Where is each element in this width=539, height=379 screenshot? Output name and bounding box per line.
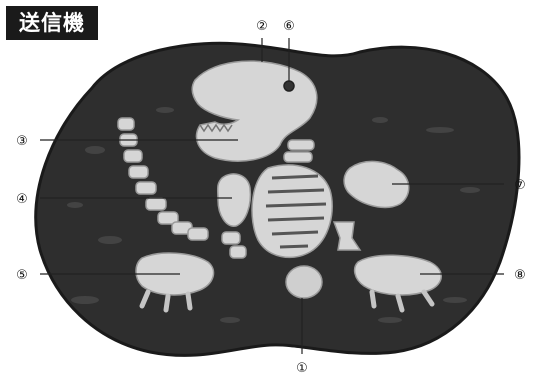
callout-8: ⑧	[514, 268, 526, 283]
callout-5: ⑤	[16, 268, 28, 283]
callout-3: ③	[16, 134, 28, 149]
center-button[interactable]	[286, 266, 322, 298]
callout-7: ⑦	[514, 178, 526, 193]
ribcage-icon	[252, 165, 332, 257]
callout-2: ②	[256, 19, 268, 34]
callout-4: ④	[16, 192, 28, 207]
callout-6: ⑥	[283, 19, 295, 34]
eye-light-icon	[284, 81, 294, 91]
callout-1: ①	[296, 361, 308, 376]
